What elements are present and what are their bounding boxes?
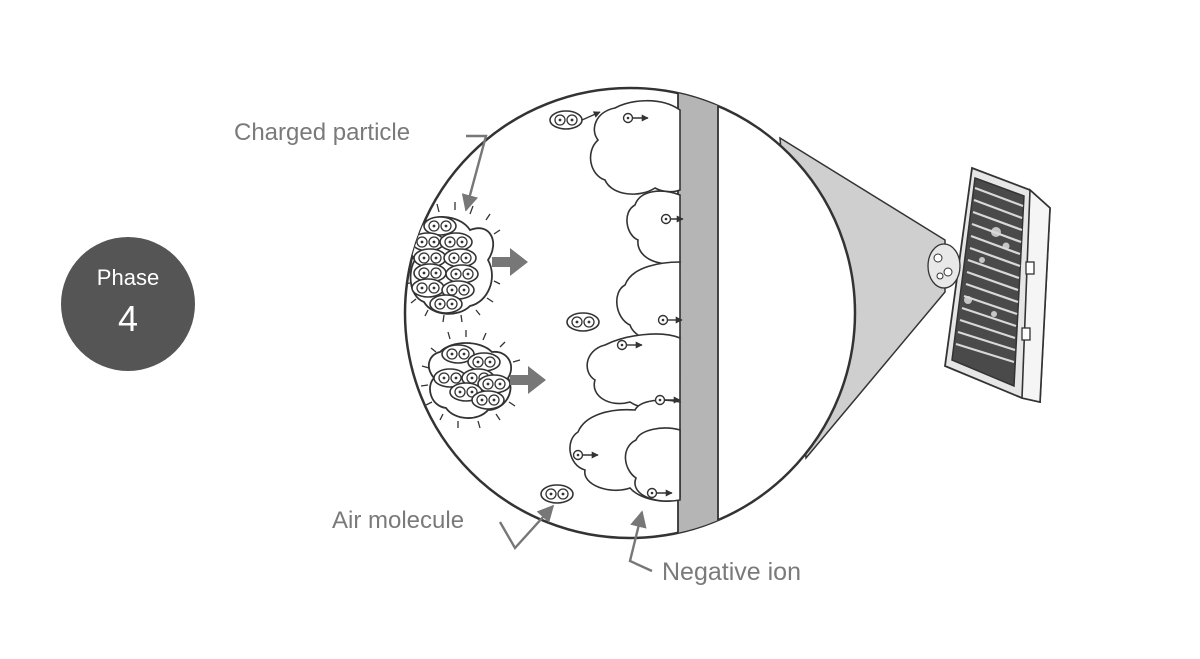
- phase-number: 4: [117, 298, 139, 339]
- charged-particle-leader: [461, 134, 488, 212]
- air-filter-unit: [927, 166, 1051, 404]
- negative-ion-label: Negative ion: [662, 558, 801, 586]
- air-molecules: [540, 110, 601, 504]
- captured-particle-clumps: [569, 99, 681, 502]
- filter-band: [677, 88, 719, 538]
- negative-ion-leader: [628, 510, 653, 573]
- movement-arrows: [492, 248, 546, 394]
- negative-ions-captured: [572, 112, 684, 499]
- air-molecule-leader: [498, 504, 555, 551]
- air-molecule-label: Air molecule: [332, 507, 465, 534]
- leader-lines: [461, 134, 653, 573]
- phase-badge: Phase 4: [61, 237, 195, 371]
- charged-particle-label: Charged particle: [234, 119, 411, 146]
- phase-label: Phase: [96, 265, 160, 290]
